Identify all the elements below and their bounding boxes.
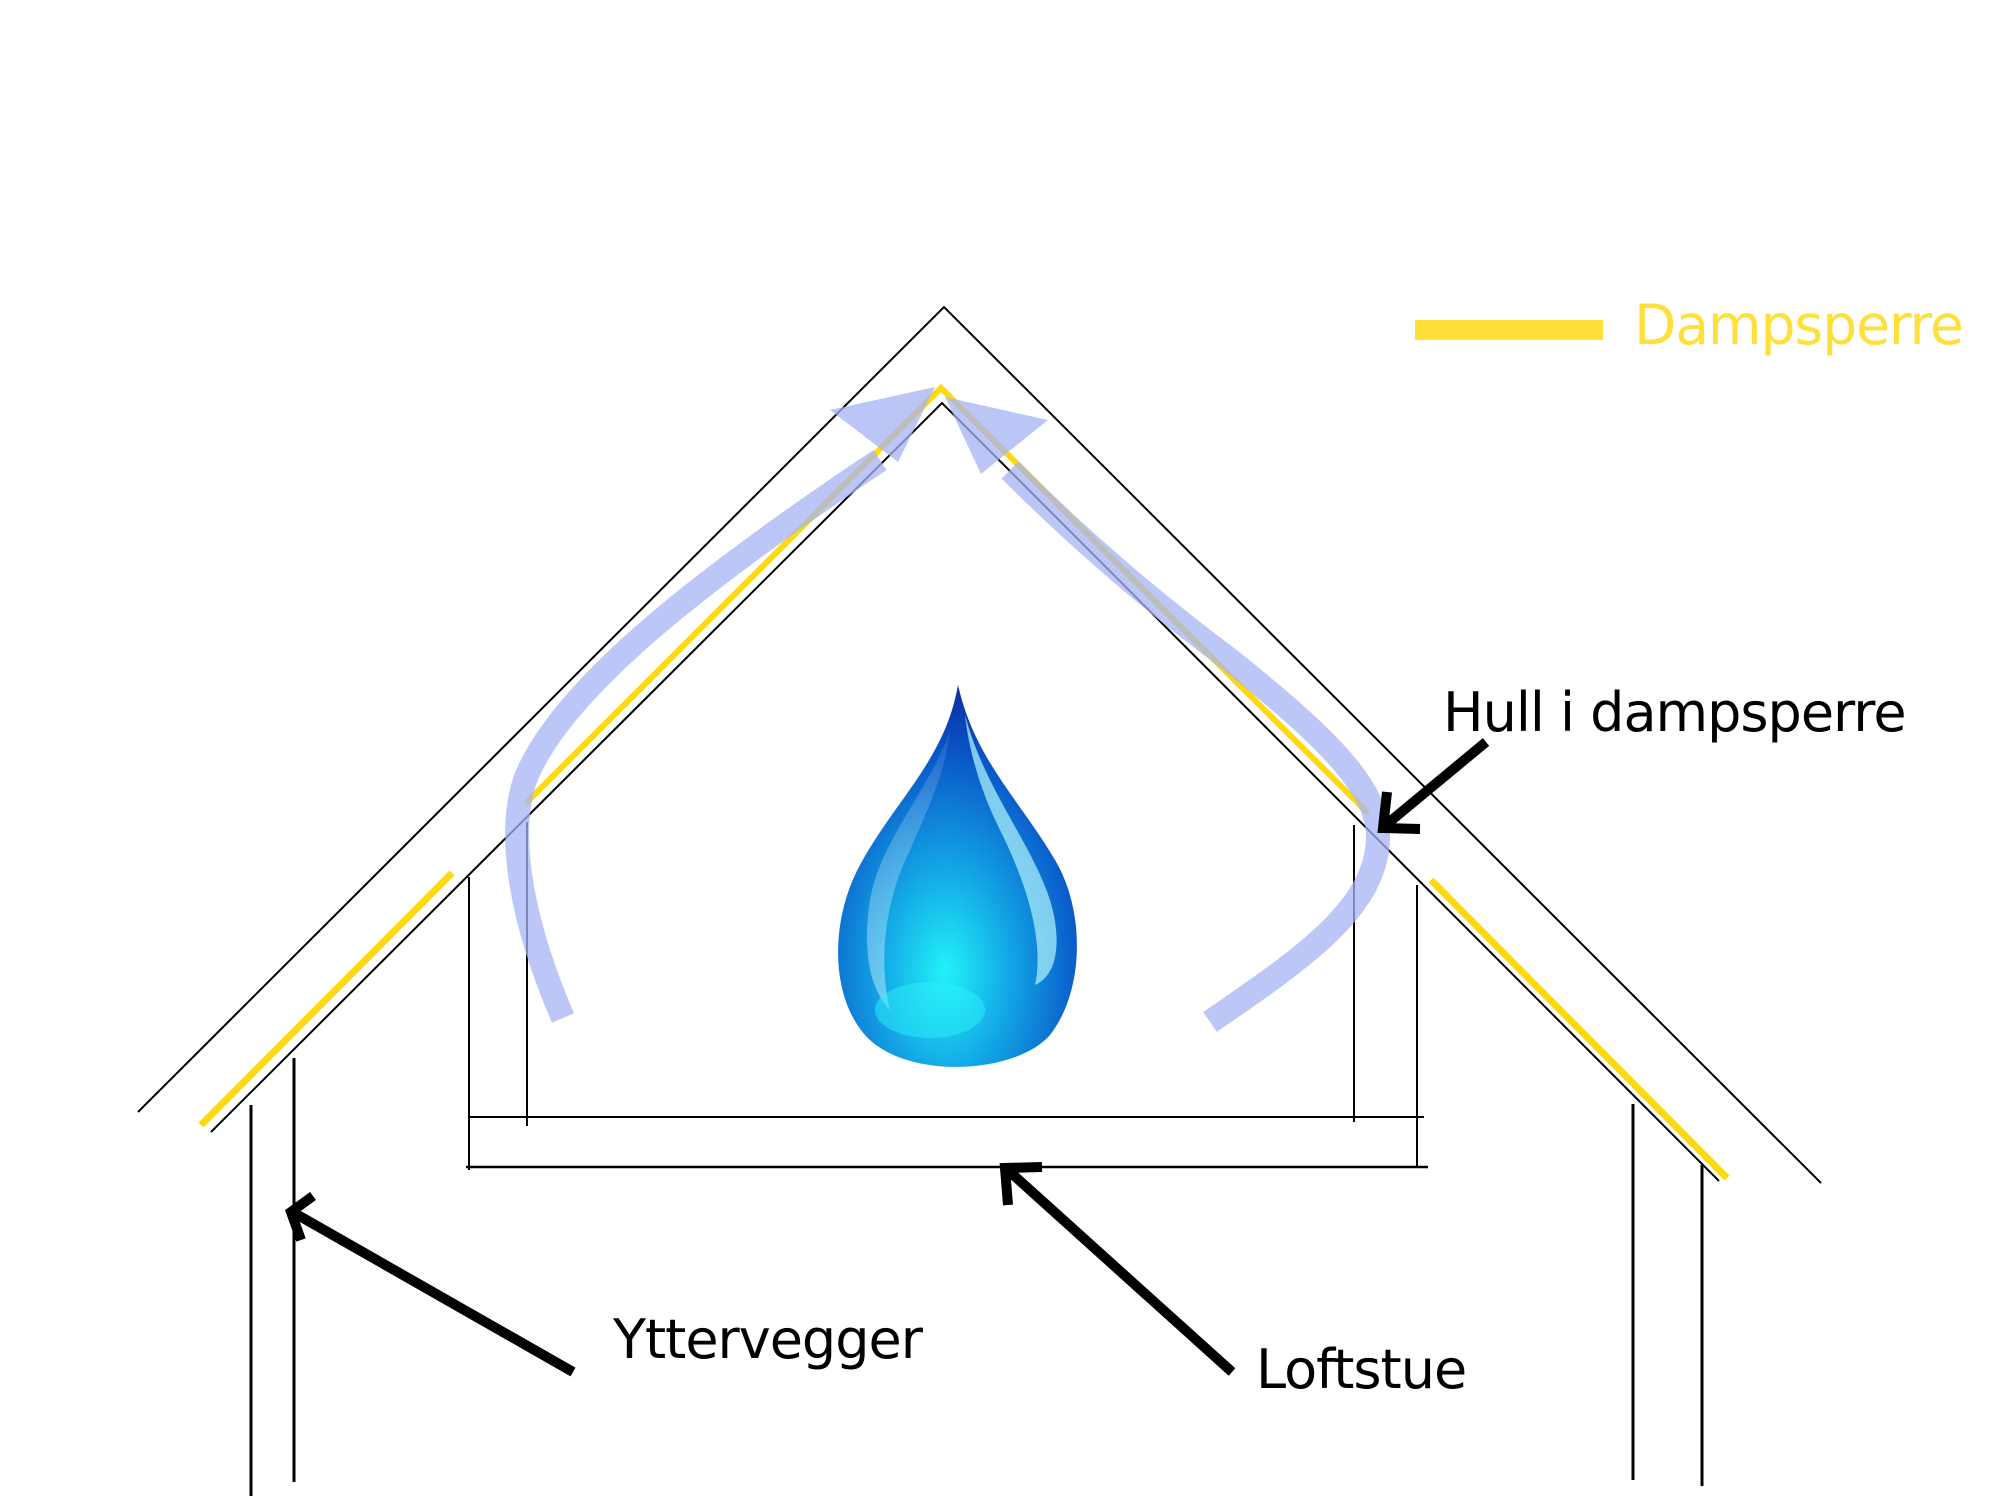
label-exterior-walls: Yttervegger [613, 1308, 923, 1371]
vapour-barrier-left-lower [198, 870, 455, 1128]
airflow-left-arrowhead [830, 387, 935, 462]
water-drop-icon [838, 685, 1077, 1067]
airflow-arrows [505, 387, 1391, 1032]
vapour-barrier-right-lower [1428, 877, 1730, 1181]
roof-inner-line [210, 401, 1720, 1182]
legend-label-vapour-barrier: Dampsperre [1634, 293, 1964, 357]
airflow-right-arrowhead [945, 397, 1048, 474]
callout-arrow-hole [1377, 738, 1490, 834]
callout-arrow-walls [285, 1191, 576, 1377]
callout-arrow-loft [999, 1162, 1236, 1376]
label-loft-room: Loftstue [1256, 1338, 1467, 1401]
airflow-left [505, 450, 887, 1023]
roof-outer-line [137, 305, 1822, 1184]
label-hole-in-vapour-barrier: Hull i dampsperre [1443, 681, 1907, 744]
airflow-right [1001, 461, 1391, 1032]
legend-swatch-vapour-barrier [1415, 320, 1603, 340]
